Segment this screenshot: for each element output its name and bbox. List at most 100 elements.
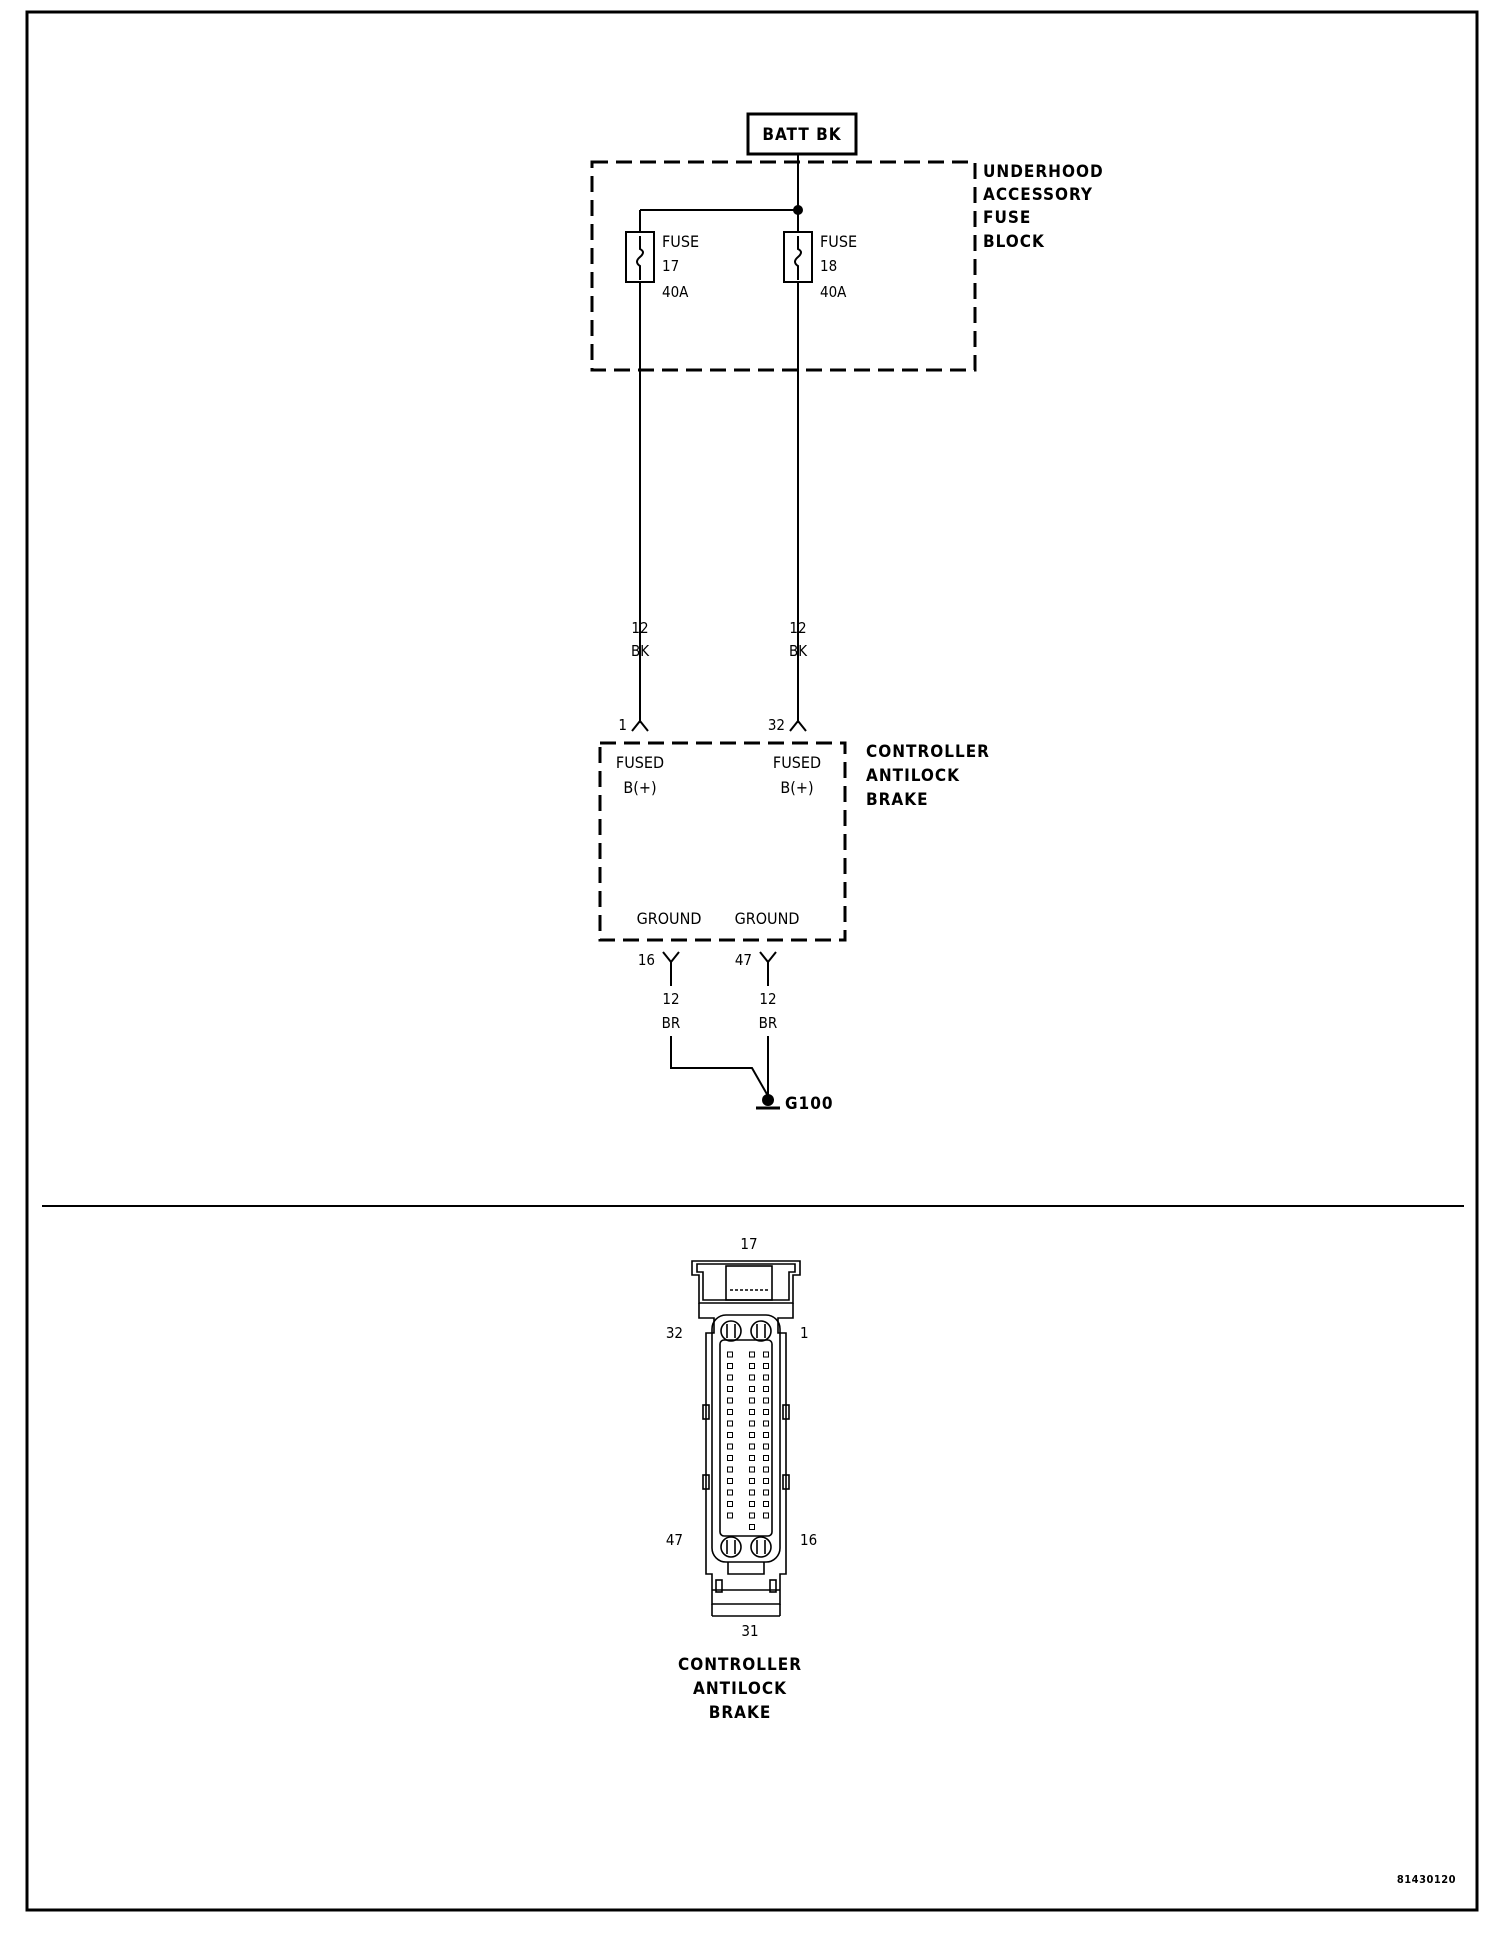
pin-cavity	[727, 1397, 733, 1404]
pin-cavity	[727, 1363, 733, 1369]
connector-name-label: CONTROLLER ANTILOCK BRAKE	[678, 1655, 802, 1723]
pin-cavity	[763, 1489, 769, 1496]
ground-wire-16	[670, 1036, 769, 1097]
pin-cavity	[749, 1374, 755, 1381]
pin-cavity	[749, 1466, 755, 1473]
pin-number: 47	[735, 951, 752, 969]
pin-cavity	[749, 1524, 755, 1530]
ground-label: GROUND	[637, 909, 702, 928]
connector-pin-icon	[662, 951, 680, 964]
pin-cavity	[727, 1432, 733, 1438]
connector-pin-icon	[789, 719, 807, 732]
connector-pin-label: 32	[666, 1324, 683, 1342]
pin-cavity	[763, 1374, 769, 1381]
pin-cavity	[727, 1374, 733, 1381]
pin-cavity	[763, 1397, 769, 1404]
pin-number: 32	[768, 716, 785, 734]
pin-function-label: B(+)	[623, 778, 656, 797]
wire-color: BK	[631, 642, 650, 660]
pin-cavity	[749, 1432, 755, 1438]
pin-cavity	[749, 1455, 755, 1461]
pin-cavity	[749, 1512, 755, 1519]
pin-cavity	[763, 1432, 769, 1438]
wire-gauge: 12	[759, 990, 776, 1008]
page-frame	[25, 10, 1479, 1912]
pin-cavity	[749, 1443, 755, 1450]
pin-cavity	[749, 1409, 755, 1415]
svg-text:BLOCK: BLOCK	[983, 232, 1045, 252]
pin-cavity	[763, 1409, 769, 1415]
fuse-block-label: UNDERHOOD ACCESSORY FUSE BLOCK	[983, 162, 1104, 252]
pin-cavity	[763, 1455, 769, 1461]
pin-cavity	[763, 1386, 769, 1392]
ground-symbol-icon	[756, 1094, 780, 1110]
svg-text:FUSE: FUSE	[983, 208, 1031, 228]
pin-cavity	[727, 1455, 733, 1461]
svg-text:18: 18	[820, 257, 837, 275]
svg-text:ANTILOCK: ANTILOCK	[693, 1679, 787, 1699]
fuse-17: FUSE 17 40A	[625, 231, 699, 301]
svg-text:BRAKE: BRAKE	[709, 1703, 772, 1723]
svg-text:CONTROLLER: CONTROLLER	[678, 1655, 802, 1675]
pin-cavity	[749, 1351, 755, 1358]
pin-cavity	[749, 1420, 755, 1427]
pin-cavity	[749, 1501, 755, 1507]
pin-cavity	[727, 1351, 733, 1358]
pin-cavity	[727, 1386, 733, 1392]
pin-cavity	[727, 1420, 733, 1427]
battery-source: BATT BK	[746, 112, 858, 156]
connector-pin-cavities	[727, 1351, 769, 1530]
connector-pin-label: 1	[800, 1324, 809, 1342]
connector-pin-label: 16	[800, 1531, 817, 1549]
svg-text:CONTROLLER: CONTROLLER	[866, 742, 990, 762]
fuse-element-icon	[794, 236, 802, 280]
connector-pin-icon	[631, 719, 649, 732]
wire-gauge: 12	[662, 990, 679, 1008]
pin-cavity	[763, 1466, 769, 1473]
fuse-element-icon	[636, 236, 644, 280]
connector-pin-label: 31	[741, 1622, 758, 1640]
svg-text:FUSE: FUSE	[820, 232, 857, 251]
ground-point-label: G100	[785, 1094, 833, 1114]
pin-cavity	[763, 1420, 769, 1427]
svg-text:UNDERHOOD: UNDERHOOD	[983, 162, 1104, 182]
pin-cavity	[763, 1501, 769, 1507]
svg-text:FUSE: FUSE	[662, 232, 699, 251]
pin-cavity	[727, 1489, 733, 1496]
pin-function-label: FUSED	[773, 753, 821, 772]
pin-cavity	[749, 1397, 755, 1404]
svg-text:17: 17	[662, 257, 679, 275]
wire-gauge: 12	[631, 619, 648, 637]
ground-label: GROUND	[735, 909, 800, 928]
fuse-block-outline	[590, 160, 977, 372]
connector-pin-label: 17	[740, 1235, 757, 1253]
svg-text:BRAKE: BRAKE	[866, 790, 929, 810]
figure-id: 81430120	[1397, 1873, 1456, 1886]
svg-text:40A: 40A	[820, 283, 847, 301]
battery-source-label: BATT BK	[762, 125, 841, 145]
pin-number: 16	[638, 951, 655, 969]
pin-cavity	[763, 1478, 769, 1484]
pin-cavity	[727, 1409, 733, 1415]
pin-function-label: B(+)	[780, 778, 813, 797]
connector-pin-label: 47	[666, 1531, 683, 1549]
pin-cavity	[749, 1478, 755, 1484]
svg-text:40A: 40A	[662, 283, 689, 301]
svg-text:ANTILOCK: ANTILOCK	[866, 766, 960, 786]
pin-cavity	[763, 1351, 769, 1358]
splice-dot	[793, 205, 803, 215]
wire-color: BR	[662, 1014, 681, 1032]
connector-face-view	[691, 1260, 801, 1617]
pin-function-label: FUSED	[616, 753, 664, 772]
pin-cavity	[763, 1512, 769, 1519]
wire-color: BK	[789, 642, 808, 660]
pin-cavity	[763, 1363, 769, 1369]
pin-cavity	[749, 1386, 755, 1392]
pin-cavity	[727, 1443, 733, 1450]
pin-cavity	[727, 1478, 733, 1484]
pin-cavity	[749, 1489, 755, 1496]
pin-number: 1	[618, 716, 627, 734]
controller-label: CONTROLLER ANTILOCK BRAKE	[866, 742, 990, 810]
pin-cavity	[727, 1501, 733, 1507]
